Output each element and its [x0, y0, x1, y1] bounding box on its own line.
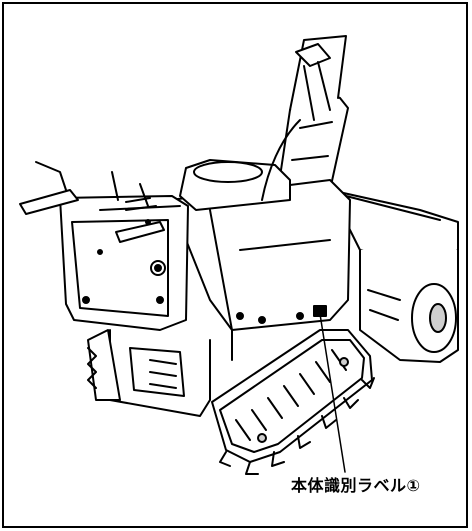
- right-track: [211, 329, 375, 475]
- callout-leader-line: [319, 313, 346, 473]
- callout-label: 本体識別ラベル①: [291, 476, 421, 495]
- auger-housing: [329, 189, 459, 363]
- control-panel: [59, 195, 189, 331]
- handle-bars: [19, 161, 165, 243]
- left-track: [87, 329, 121, 401]
- lower-frame: [109, 329, 211, 417]
- discharge-chute: [277, 35, 349, 191]
- chute-cable: [261, 119, 301, 201]
